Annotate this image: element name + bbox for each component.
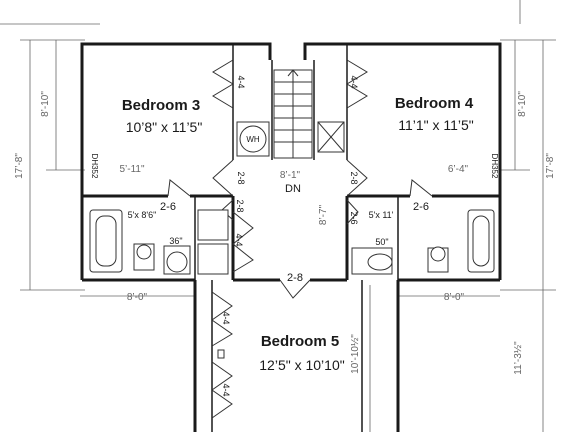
door-b5-width: 2-8 — [287, 272, 303, 284]
vanity-right-size: 50" — [375, 237, 388, 247]
window-right-label: DH352 — [490, 154, 499, 179]
bedroom-3-size: 10’8" x 11’5" — [126, 119, 203, 135]
closet-b5-bottom-width: 4-4 — [221, 383, 231, 396]
dim-right-total: 17’-8" — [545, 153, 556, 179]
dim-lower-left: 8’-0" — [127, 292, 148, 303]
stair-down-label: DN — [285, 183, 301, 195]
bath-left-door-width: 2-6 — [160, 201, 176, 213]
dim-left-total: 17’-8" — [14, 153, 25, 179]
staircase — [273, 69, 313, 159]
bedroom-5-name: Bedroom 5 — [261, 333, 339, 350]
closet-doors — [211, 59, 368, 419]
door-b3-width: 2-8 — [236, 171, 246, 184]
bedroom-4-size: 11’1" x 11’5" — [398, 117, 474, 133]
bedroom-5-size: 12’5" x 10’10" — [259, 357, 344, 373]
closet-b5-top-width: 4-4 — [221, 311, 231, 324]
dim-left-top: 8’-10" — [40, 91, 51, 117]
interior-walls — [82, 44, 500, 432]
bath-right-door-width: 2-6 — [413, 201, 429, 213]
dim-bedroom-3-width: 5’-11" — [119, 164, 144, 175]
window-left-label: DH352 — [90, 154, 99, 179]
exterior-walls — [80, 42, 502, 432]
closet-b4-width: 4-4 — [349, 75, 359, 88]
dim-lower-right: 8’-0" — [444, 292, 465, 303]
dim-bedroom-5-depth: 10’-10½" — [350, 334, 361, 374]
bath-left-side-door: 2-8 — [235, 199, 245, 212]
bath-fixtures-left — [89, 209, 229, 275]
bath-right-side-door: 2-6 — [349, 211, 359, 224]
dim-hall-length: 8’-7" — [318, 204, 329, 225]
dimension-lines — [0, 0, 556, 432]
dim-right-top: 8’-10" — [517, 91, 528, 117]
bath-fixtures-right — [351, 209, 495, 275]
water-heater — [236, 121, 270, 157]
dim-bedroom-4-width: 6’-4" — [448, 164, 469, 175]
closet-b3-width: 4-4 — [236, 75, 246, 88]
vanity-left-size: 36" — [169, 236, 182, 246]
door-b4-width: 2-8 — [349, 171, 359, 184]
chase — [317, 121, 345, 153]
dim-hall-width: 8’-1" — [280, 170, 301, 181]
bedroom-4-name: Bedroom 4 — [395, 95, 474, 112]
bedroom-3-name: Bedroom 3 — [122, 97, 200, 114]
bath-left-size: 5'x 8'6" — [128, 210, 157, 220]
dim-right-lower: 11’-3½" — [513, 341, 524, 375]
water-heater-label: WH — [246, 135, 260, 144]
linen-closet-width: 4-4 — [234, 233, 244, 246]
bath-right-size: 5'x 11' — [369, 210, 394, 220]
